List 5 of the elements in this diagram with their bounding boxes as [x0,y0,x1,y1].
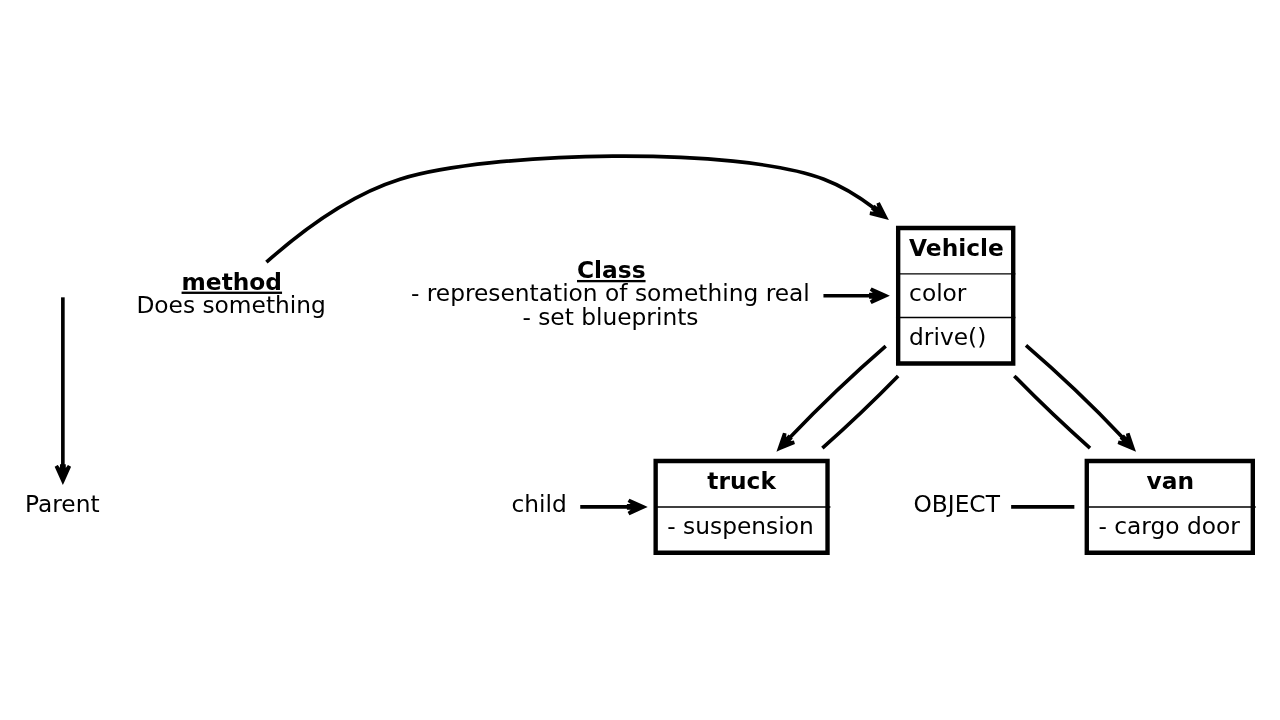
node-text: Parent [24,489,100,517]
node-text: OBJECT [913,489,1000,517]
node-text: method Does something [136,267,326,318]
node-text: child [511,489,567,517]
node-text: Class - representation of something real - set blueprints [410,255,810,330]
